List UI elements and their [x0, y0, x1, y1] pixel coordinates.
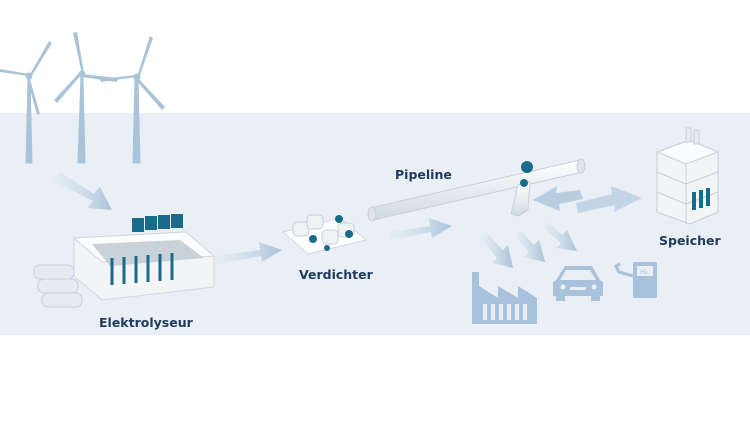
pipeline	[367, 158, 586, 222]
label-compressor: Verdichter	[299, 267, 373, 282]
arrow-to-car	[515, 230, 545, 262]
h2-pump-label: H₂	[640, 268, 648, 276]
arrow-to-industry	[480, 232, 513, 268]
pipeline-valve	[521, 161, 533, 173]
car-icon	[553, 266, 603, 301]
factory-icon	[472, 272, 537, 324]
arrow-electrolyser-to-compressor	[215, 242, 282, 264]
label-electrolyser: Elektrolyseur	[99, 315, 193, 330]
background-band	[0, 113, 750, 335]
label-storage: Speicher	[659, 233, 721, 248]
arrow-to-fuel-station	[543, 222, 577, 251]
electrolyser-machine	[33, 214, 216, 308]
compressor-unit	[281, 214, 368, 255]
label-pipeline: Pipeline	[395, 167, 452, 182]
storage-building	[655, 127, 720, 225]
double-arrow-pipeline-storage	[533, 186, 642, 213]
wind-turbine-2	[54, 32, 118, 164]
wind-turbine-3	[100, 36, 165, 164]
arrow-compressor-to-pipeline	[390, 218, 452, 240]
wind-turbine-1	[0, 41, 52, 164]
flow-arrows	[52, 172, 577, 268]
arrow-wind-to-electrolyser	[52, 172, 112, 210]
fuel-station-icon: H₂	[613, 262, 657, 298]
